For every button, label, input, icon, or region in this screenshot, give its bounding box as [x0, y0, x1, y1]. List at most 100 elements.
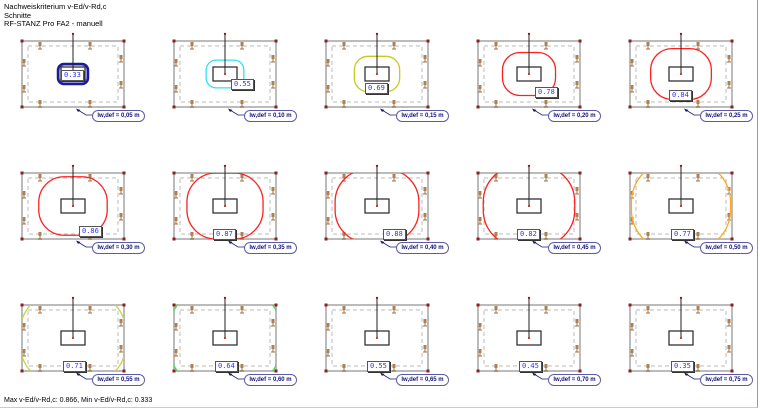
corner-node	[122, 105, 126, 109]
corner-node	[324, 369, 328, 373]
support-icon	[544, 232, 548, 240]
column-center	[376, 337, 378, 339]
support-icon	[174, 323, 178, 331]
support-icon	[119, 81, 123, 89]
section-top-node	[527, 32, 531, 36]
corner-node	[122, 171, 126, 175]
corner-node	[426, 303, 430, 307]
support-icon	[478, 217, 482, 225]
section-top-node	[679, 32, 683, 36]
corner-node	[426, 171, 430, 175]
lw-def-label: lw,def = 0,40 m	[396, 242, 449, 254]
corner-node	[578, 303, 582, 307]
support-icon	[271, 213, 275, 221]
critical-perimeter	[630, 173, 732, 239]
support-icon	[326, 85, 330, 93]
corner-node	[172, 105, 176, 109]
support-icon	[392, 42, 396, 50]
support-icon	[22, 323, 26, 331]
label-leader-arrow	[381, 241, 396, 248]
support-icon	[22, 59, 26, 67]
sections-label: Schnitte	[4, 10, 32, 20]
label-leader-arrow	[533, 373, 548, 380]
support-icon	[494, 100, 498, 108]
support-icon	[174, 217, 178, 225]
support-icon	[119, 319, 123, 327]
support-icon	[630, 349, 634, 357]
lw-def-label: lw,def = 0,15 m	[396, 110, 449, 122]
corner-node	[122, 303, 126, 307]
corner-node	[274, 105, 278, 109]
support-icon	[38, 174, 42, 182]
support-icon	[494, 42, 498, 50]
corner-node	[20, 105, 24, 109]
corner-node	[476, 369, 480, 373]
support-icon	[575, 213, 579, 221]
column-center	[72, 337, 74, 339]
support-icon	[38, 306, 42, 314]
support-icon	[119, 213, 123, 221]
support-icon	[326, 191, 330, 199]
corner-node	[730, 303, 734, 307]
label-leader-arrow	[77, 373, 92, 380]
corner-node	[628, 105, 632, 109]
support-icon	[478, 191, 482, 199]
support-icon	[646, 42, 650, 50]
support-icon	[240, 174, 244, 182]
support-icon	[190, 364, 194, 372]
support-icon	[544, 174, 548, 182]
corner-node	[122, 39, 126, 43]
ratio-value-label: 0.77	[671, 229, 694, 240]
ratio-value-label: 0.87	[213, 229, 236, 240]
support-icon	[392, 100, 396, 108]
corner-node	[476, 303, 480, 307]
corner-node	[172, 237, 176, 241]
label-leader-arrow	[77, 241, 92, 248]
corner-node	[730, 105, 734, 109]
corner-node	[426, 105, 430, 109]
support-icon	[494, 364, 498, 372]
corner-node	[730, 39, 734, 43]
support-icon	[696, 174, 700, 182]
corner-node	[274, 303, 278, 307]
support-icon	[342, 306, 346, 314]
support-icon	[646, 306, 650, 314]
critical-perimeter	[482, 173, 576, 239]
support-icon	[423, 187, 427, 195]
support-icon	[240, 364, 244, 372]
ratio-value-label: 0.88	[383, 229, 406, 240]
support-icon	[271, 187, 275, 195]
corner-node	[476, 105, 480, 109]
section-top-node	[375, 296, 379, 300]
corner-node	[476, 39, 480, 43]
section-top-node	[679, 164, 683, 168]
criterion-title: Nachweiskriterium v-Ed/v-Rd,c	[4, 2, 107, 11]
corner-node	[628, 369, 632, 373]
support-icon	[271, 319, 275, 327]
support-icon	[575, 319, 579, 327]
label-leader-arrow	[685, 373, 700, 380]
support-icon	[630, 85, 634, 93]
support-icon	[478, 349, 482, 357]
label-leader-arrow	[229, 109, 244, 116]
lw-def-label: lw,def = 0,10 m	[244, 110, 297, 122]
support-icon	[38, 100, 42, 108]
lw-def-label: lw,def = 0,05 m	[92, 110, 145, 122]
support-icon	[326, 323, 330, 331]
support-icon	[190, 174, 194, 182]
support-icon	[88, 306, 92, 314]
support-icon	[342, 232, 346, 240]
lw-def-label: lw,def = 0,75 m	[700, 374, 753, 386]
support-icon	[478, 85, 482, 93]
critical-perimeter	[186, 173, 264, 239]
support-icon	[342, 42, 346, 50]
support-icon	[38, 42, 42, 50]
support-icon	[727, 81, 731, 89]
lw-def-label: lw,def = 0,55 m	[92, 374, 145, 386]
support-icon	[423, 81, 427, 89]
